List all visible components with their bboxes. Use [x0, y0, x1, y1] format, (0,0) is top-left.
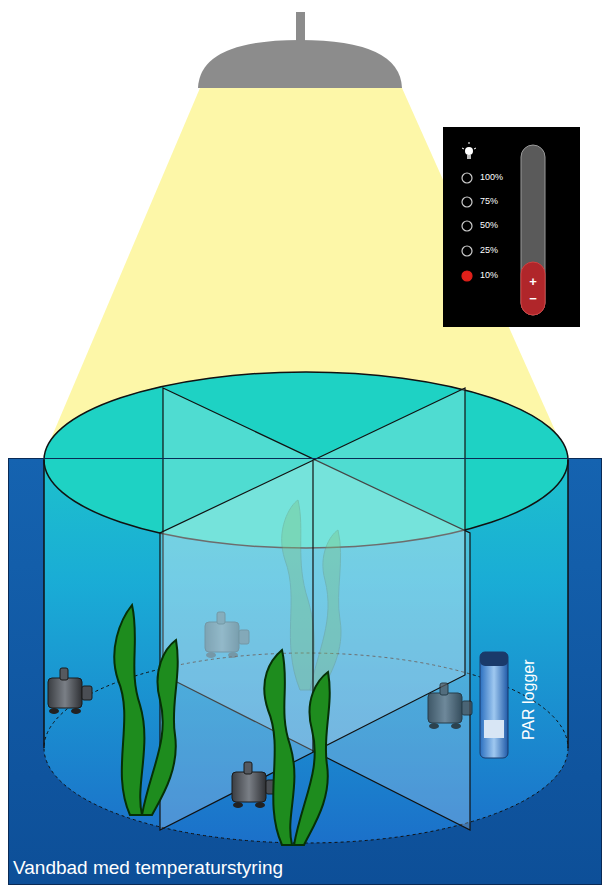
bath-label: Vandbad med temperaturstyring — [13, 857, 283, 879]
logger-label: PAR logger — [519, 660, 537, 741]
level-option: 100% — [480, 173, 503, 183]
level-option: 75% — [480, 197, 498, 207]
cylinder-tank — [44, 372, 568, 843]
bulb-icon — [462, 142, 476, 159]
divider-wall — [160, 388, 465, 830]
lamp-shade — [198, 40, 402, 88]
lamp-stem — [296, 12, 305, 42]
slider-level — [521, 262, 545, 315]
seaweed — [114, 605, 177, 815]
level-option: 25% — [480, 246, 498, 256]
slider-track — [521, 145, 545, 315]
slider-plus: + — [529, 275, 537, 289]
slider-minus: − — [529, 292, 537, 306]
control-panel — [443, 127, 580, 327]
level-option: 50% — [480, 221, 498, 231]
par-logger-symbol — [480, 652, 508, 758]
water-bath-area: Vandbad med temperaturstyring — [8, 458, 602, 885]
seaweed — [264, 650, 329, 845]
level-option: 10% — [480, 271, 498, 281]
